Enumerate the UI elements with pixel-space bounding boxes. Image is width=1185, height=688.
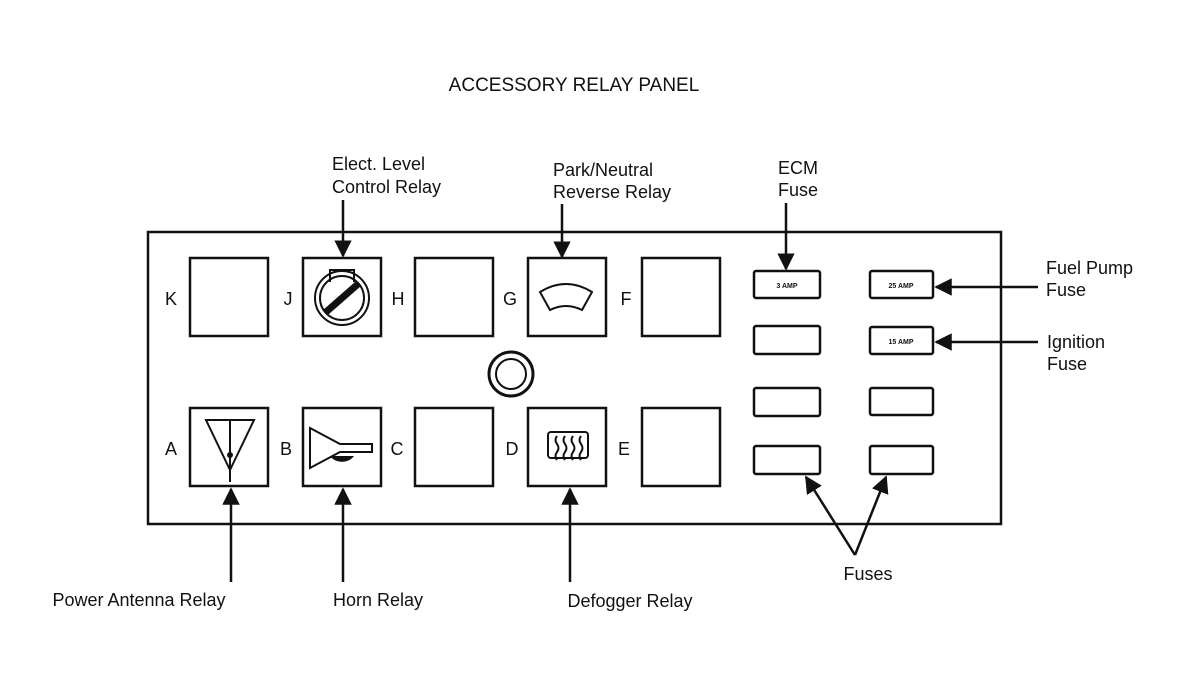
callout-power-antenna: Power Antenna Relay <box>52 590 225 610</box>
position-letter-h: H <box>392 289 405 309</box>
fuse-ignition <box>868 325 935 356</box>
relay-slot-b <box>301 406 383 488</box>
fuse-fuel-pump <box>868 269 935 300</box>
callout-fuses: Fuses <box>843 564 892 584</box>
relay-slot-k <box>188 256 270 338</box>
fuse-slot-right-3 <box>868 386 935 417</box>
relay-slot-c <box>413 406 495 488</box>
diagram-title: ACCESSORY RELAY PANEL <box>449 75 700 96</box>
position-letter-j: J <box>284 289 293 309</box>
position-letter-c: C <box>391 439 404 459</box>
fuse-slot-right-4 <box>868 444 935 476</box>
position-letter-d: D <box>506 439 519 459</box>
position-letter-b: B <box>280 439 292 459</box>
callout-park-neutral-line1: Park/Neutral <box>553 160 653 180</box>
fuse-ecm <box>752 269 822 300</box>
antenna-icon <box>204 419 256 482</box>
relay-slot-f <box>640 256 722 338</box>
arrow-fuses-right <box>853 475 889 556</box>
callout-ignition-line2: Fuse <box>1047 354 1087 374</box>
position-letter-e: E <box>618 439 630 459</box>
position-letter-a: A <box>165 439 177 459</box>
callout-ecm-line2: Fuse <box>778 180 818 200</box>
arrow-fuses-left <box>804 475 857 556</box>
relay-slot-e <box>640 406 722 488</box>
relay-slot-h <box>413 256 495 338</box>
callout-ignition-line1: Ignition <box>1047 332 1105 352</box>
fuse-fuel-pump-rating: 25 AMP <box>888 283 913 290</box>
position-letter-f: F <box>621 289 632 309</box>
fuse-ecm-rating: 3 AMP <box>776 283 797 290</box>
park-neutral-icon <box>538 283 594 312</box>
callout-ecm-line1: ECM <box>778 158 818 178</box>
grommet-icon <box>487 350 535 398</box>
horn-icon <box>309 426 373 470</box>
fuse-ignition-rating: 15 AMP <box>888 339 913 346</box>
defogger-icon <box>547 431 589 461</box>
callout-park-neutral-line2: Reverse Relay <box>553 182 671 202</box>
callout-elect-level-line2: Control Relay <box>332 177 441 197</box>
fuse-slot-left-3 <box>752 386 822 418</box>
position-letter-k: K <box>165 289 177 309</box>
level-control-icon <box>314 269 370 326</box>
relay-slot-g <box>526 256 608 338</box>
callout-defogger: Defogger Relay <box>567 591 692 611</box>
callout-horn: Horn Relay <box>333 590 423 610</box>
panel-outline <box>146 230 1003 526</box>
fuse-slot-left-2 <box>752 324 822 356</box>
position-letter-g: G <box>503 289 517 309</box>
fuse-slot-left-4 <box>752 444 822 476</box>
callout-elect-level-line1: Elect. Level <box>332 154 425 174</box>
callout-fuel-pump-line2: Fuse <box>1046 280 1086 300</box>
callout-fuel-pump-line1: Fuel Pump <box>1046 258 1133 278</box>
